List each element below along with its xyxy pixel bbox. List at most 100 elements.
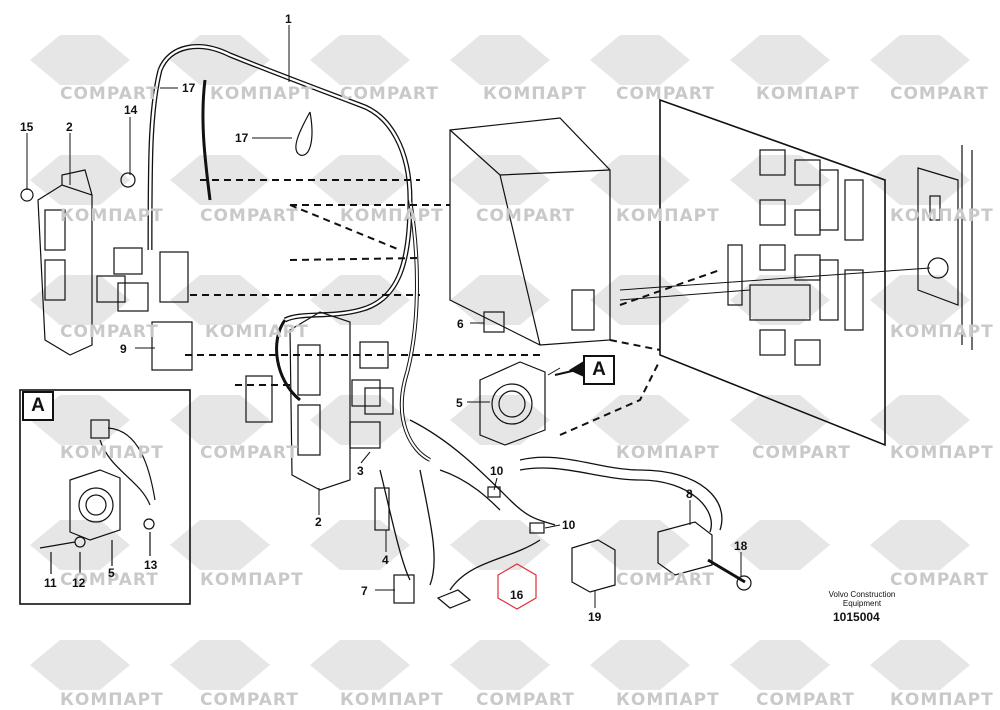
view-a-label: A [583, 355, 615, 385]
watermark-text: КОМПАРТ [205, 322, 309, 342]
part-number-19: 19 [588, 610, 602, 624]
part-number-10: 10 [490, 464, 504, 478]
watermark-logo [450, 155, 550, 205]
watermark-text: COMPART [890, 84, 989, 104]
watermark-logo [310, 35, 410, 85]
watermark-text: COMPART [60, 84, 159, 104]
watermark-text: COMPART [476, 206, 575, 226]
part-number-12: 12 [72, 576, 86, 590]
watermark-logo [450, 640, 550, 690]
watermark-text: КОМПАРТ [210, 84, 314, 104]
relay-19 [571, 539, 616, 593]
manufacturer-line-1: Volvo Construction [828, 590, 896, 599]
part-number-3: 3 [357, 464, 364, 478]
watermark-text: КОМПАРТ [60, 443, 164, 463]
watermark-logo [450, 520, 550, 570]
part-number-5: 5 [108, 566, 115, 580]
watermark-text: COMPART [616, 84, 715, 104]
watermark-logo [30, 155, 130, 205]
bracket-left [20, 169, 136, 356]
watermark-text: COMPART [200, 443, 299, 463]
part-number-14: 14 [124, 103, 138, 117]
part-number-2: 2 [66, 120, 73, 134]
watermark-text: КОМПАРТ [340, 206, 444, 226]
wall-plate [917, 145, 973, 350]
watermark-text: КОМПАРТ [890, 690, 994, 710]
watermark-text: COMPART [340, 84, 439, 104]
part-number-8: 8 [686, 487, 693, 501]
main-harness [147, 44, 723, 591]
watermark-logo [590, 640, 690, 690]
round-connector [479, 361, 546, 446]
watermark-logo [870, 520, 970, 570]
watermark-text: КОМПАРТ [200, 570, 304, 590]
watermark-text: КОМПАРТ [890, 206, 994, 226]
watermark-text: COMPART [200, 690, 299, 710]
part-number-18: 18 [734, 539, 748, 553]
part-number-9: 9 [120, 342, 127, 356]
watermark-logo [170, 155, 270, 205]
part-number-17: 17 [235, 131, 249, 145]
part-number-7: 7 [361, 584, 368, 598]
watermark-text: КОМПАРТ [616, 443, 720, 463]
leader-lines [26, 25, 931, 608]
watermark-text: КОМПАРТ [60, 206, 164, 226]
watermark-logo [310, 640, 410, 690]
watermark-logo [170, 395, 270, 445]
watermark-logo [30, 640, 130, 690]
watermark-logo [730, 275, 830, 325]
part-number-15: 15 [20, 120, 34, 134]
part-number-6: 6 [457, 317, 464, 331]
watermark-logo [590, 275, 690, 325]
part-number-13: 13 [144, 558, 158, 572]
watermark-text: COMPART [756, 690, 855, 710]
watermark-logo [450, 35, 550, 85]
watermark-text: COMPART [890, 570, 989, 590]
watermark-logo [870, 155, 970, 205]
part-number-4: 4 [382, 553, 389, 567]
watermark-logo [310, 395, 410, 445]
watermark-logo [30, 395, 130, 445]
watermark-logo [590, 395, 690, 445]
watermark-logo [730, 35, 830, 85]
watermark-logo [310, 520, 410, 570]
part-number-2: 2 [315, 515, 322, 529]
watermark-logo [170, 640, 270, 690]
watermark-logo [590, 35, 690, 85]
watermark-logo [170, 520, 270, 570]
part-number-5: 5 [456, 396, 463, 410]
watermark-text: КОМПАРТ [616, 206, 720, 226]
part-number-1: 1 [285, 12, 292, 26]
watermark-logo [590, 155, 690, 205]
watermark-text: КОМПАРТ [616, 690, 720, 710]
relay-holder-8 [657, 521, 752, 591]
watermark-logo [870, 35, 970, 85]
watermark-text: КОМПАРТ [483, 84, 587, 104]
watermark-text: КОМПАРТ [756, 84, 860, 104]
watermark-text: COMPART [476, 690, 575, 710]
control-unit-box [449, 117, 611, 346]
watermark-logo [30, 275, 130, 325]
watermark-text: COMPART [60, 322, 159, 342]
watermark-logo [870, 275, 970, 325]
watermark-logo [30, 35, 130, 85]
part-number-16: 16 [510, 588, 524, 602]
watermark-logo [730, 155, 830, 205]
part-number-17: 17 [182, 81, 196, 95]
watermark-logo [730, 520, 830, 570]
watermark-text: КОМПАРТ [890, 443, 994, 463]
watermark-logo [730, 640, 830, 690]
part-number-10: 10 [562, 518, 576, 532]
small-parts [295, 111, 545, 609]
watermark-logo [870, 640, 970, 690]
watermark-logo [30, 520, 130, 570]
detail-a-label: A [22, 391, 54, 421]
manufacturer-line-2: Equipment [842, 599, 882, 608]
watermark-logo [730, 395, 830, 445]
relay-board [659, 98, 886, 447]
watermark-text: COMPART [60, 570, 159, 590]
watermark-logo [870, 395, 970, 445]
